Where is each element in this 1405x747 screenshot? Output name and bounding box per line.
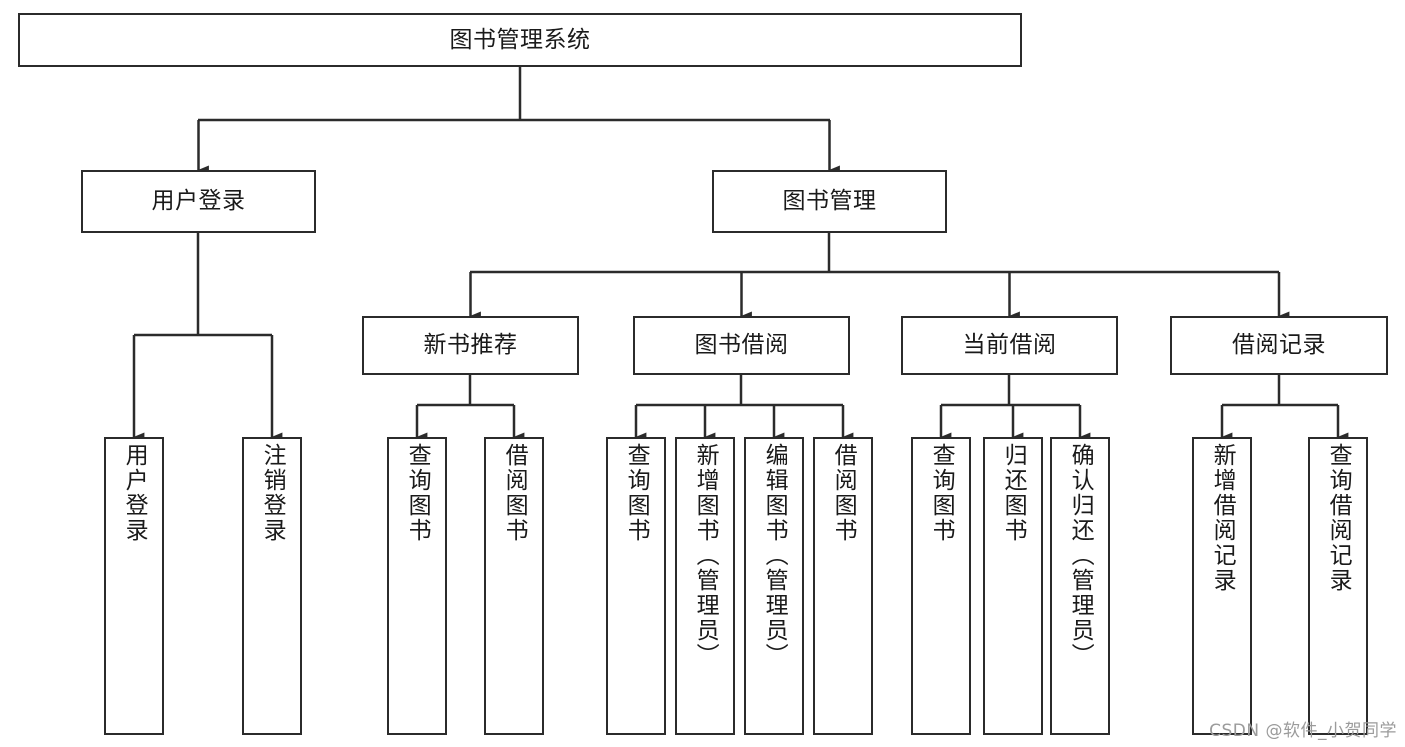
node-label: 图书借阅 bbox=[694, 332, 789, 359]
node-label: 借阅记录 bbox=[1232, 332, 1326, 359]
leaf-node-leaf-cur-return[interactable]: 归还图书 bbox=[983, 437, 1043, 735]
node-label: 借阅图书 bbox=[830, 443, 857, 543]
node-book-borrow[interactable]: 图书借阅 bbox=[633, 316, 850, 375]
node-label: 图书管理系统 bbox=[449, 26, 591, 53]
leaf-node-leaf-rec-borrow[interactable]: 借阅图书 bbox=[484, 437, 544, 735]
node-label: 归还图书 bbox=[1000, 443, 1027, 543]
node-new-book-rec[interactable]: 新书推荐 bbox=[362, 316, 579, 375]
leaf-node-leaf-cur-confirm[interactable]: 确认归还（管理员） bbox=[1050, 437, 1110, 735]
node-label: 编辑图书（管理员） bbox=[761, 443, 788, 668]
csdn-watermark: CSDN @软件_小贺同学 bbox=[1209, 721, 1397, 741]
node-label: 新书推荐 bbox=[423, 332, 518, 359]
leaf-node-leaf-rec-search[interactable]: 查询借阅记录 bbox=[1308, 437, 1368, 735]
node-label: 查询图书 bbox=[623, 443, 650, 543]
node-label: 图书管理 bbox=[782, 188, 877, 215]
leaf-node-leaf-borrow-query[interactable]: 查询图书 bbox=[606, 437, 666, 735]
leaf-node-leaf-user-logout[interactable]: 注销登录 bbox=[242, 437, 302, 735]
node-label: 新增借阅记录 bbox=[1209, 443, 1236, 593]
node-label: 新增图书（管理员） bbox=[692, 443, 719, 668]
leaf-node-leaf-borrow-edit[interactable]: 编辑图书（管理员） bbox=[744, 437, 804, 735]
node-user-login[interactable]: 用户登录 bbox=[81, 170, 316, 233]
leaf-node-leaf-cur-query[interactable]: 查询图书 bbox=[911, 437, 971, 735]
leaf-node-leaf-rec-add[interactable]: 新增借阅记录 bbox=[1192, 437, 1252, 735]
node-label: 用户登录 bbox=[151, 188, 246, 215]
node-label: 注销登录 bbox=[259, 443, 286, 543]
leaf-node-leaf-user-login[interactable]: 用户登录 bbox=[104, 437, 164, 735]
leaf-node-leaf-borrow-do[interactable]: 借阅图书 bbox=[813, 437, 873, 735]
leaf-node-leaf-rec-query[interactable]: 查询图书 bbox=[387, 437, 447, 735]
leaf-node-leaf-borrow-add[interactable]: 新增图书（管理员） bbox=[675, 437, 735, 735]
node-label: 确认归还（管理员） bbox=[1067, 443, 1094, 668]
node-borrow-record[interactable]: 借阅记录 bbox=[1170, 316, 1388, 375]
node-label: 用户登录 bbox=[121, 443, 148, 543]
node-label: 查询借阅记录 bbox=[1325, 443, 1352, 593]
node-label: 查询图书 bbox=[404, 443, 431, 543]
node-current-borrow[interactable]: 当前借阅 bbox=[901, 316, 1118, 375]
node-label: 当前借阅 bbox=[962, 332, 1057, 359]
node-label: 查询图书 bbox=[928, 443, 955, 543]
node-book-manage[interactable]: 图书管理 bbox=[712, 170, 947, 233]
node-label: 借阅图书 bbox=[501, 443, 528, 543]
node-root[interactable]: 图书管理系统 bbox=[18, 13, 1022, 67]
